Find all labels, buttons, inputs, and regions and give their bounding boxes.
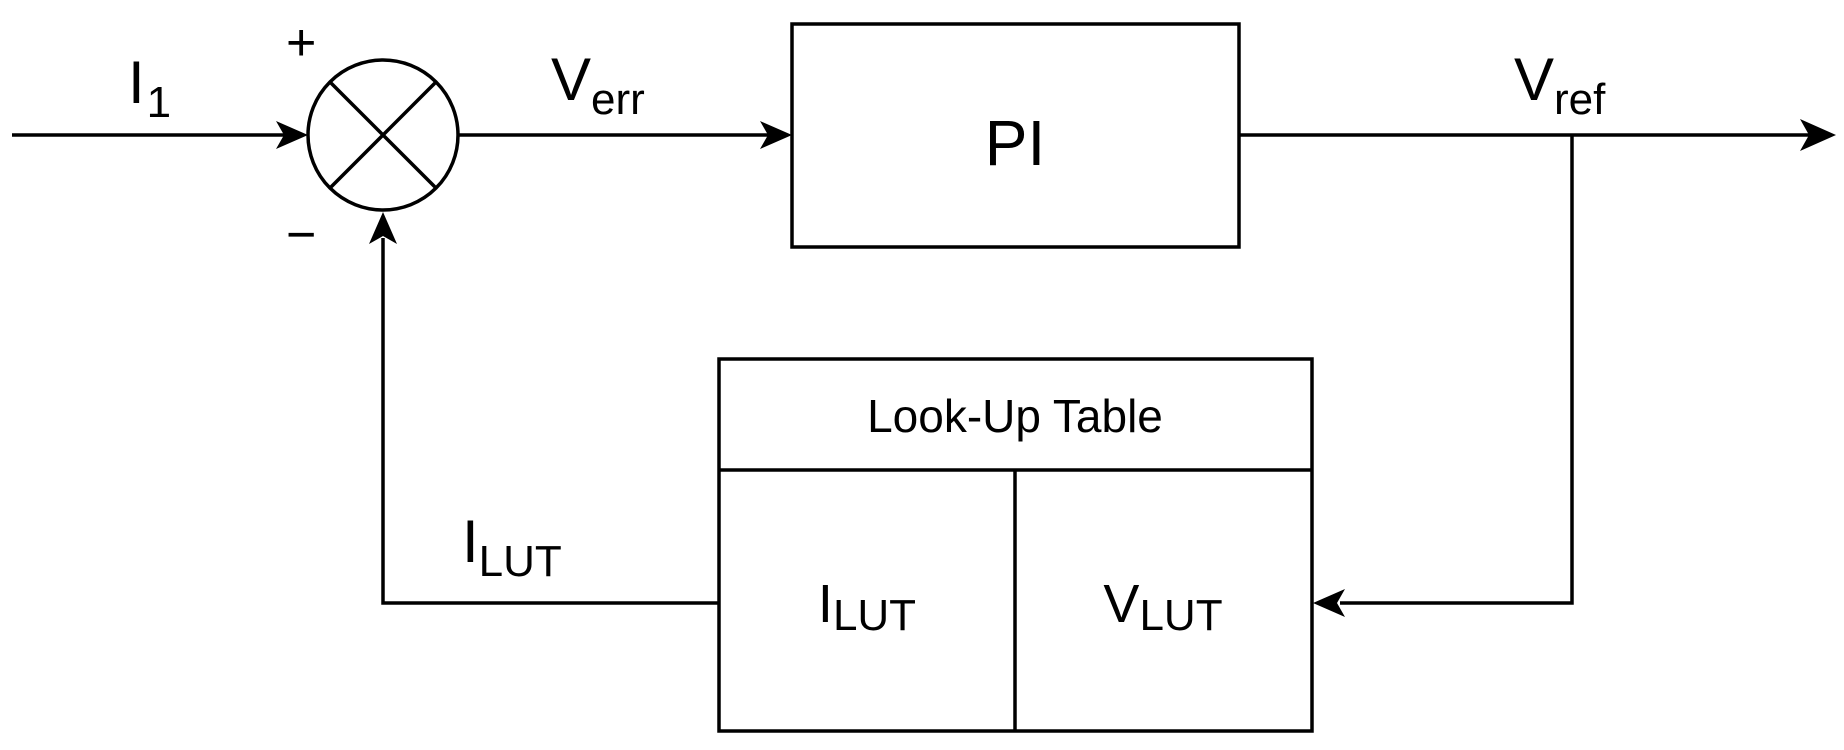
- input-arrowhead: [276, 121, 308, 149]
- feedback-path-right: [1340, 135, 1574, 605]
- input-label: I1: [128, 49, 171, 127]
- feedback-path-left: [381, 238, 719, 605]
- error-arrowhead: [760, 121, 792, 149]
- minus-sign: −: [286, 206, 316, 264]
- lut-right-cell-label: VLUT: [1103, 574, 1222, 640]
- pi-label: PI: [985, 107, 1045, 179]
- feedback-arrowhead: [369, 212, 397, 244]
- output-reference-label: Vref: [1514, 46, 1606, 124]
- plus-sign: +: [286, 14, 316, 72]
- lut-input-arrowhead: [1313, 589, 1345, 617]
- lut-left-cell-label: ILUT: [818, 574, 916, 640]
- output-arrowhead: [1800, 119, 1836, 151]
- error-label: Verr: [551, 46, 645, 124]
- feedback-label: ILUT: [462, 508, 562, 586]
- lut-title: Look-Up Table: [867, 390, 1163, 442]
- summing-junction: [306, 58, 460, 212]
- lut-block: [717, 357, 1314, 733]
